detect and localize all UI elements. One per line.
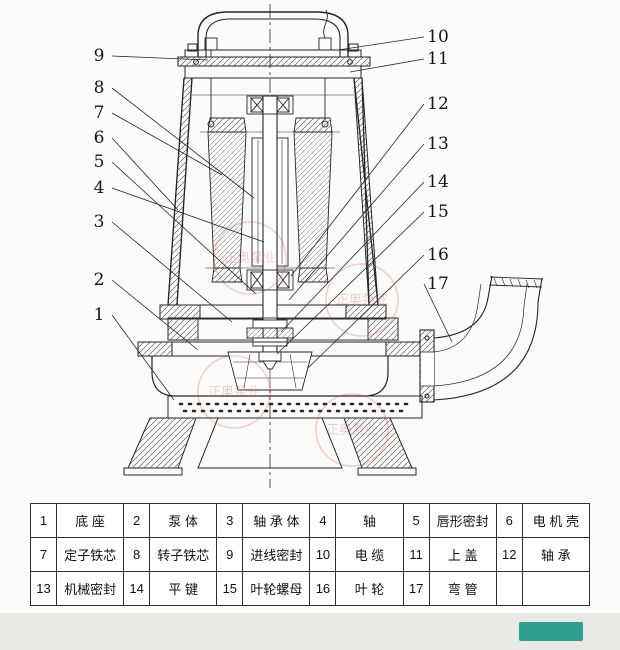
part-name: 上 盖 — [428, 537, 497, 572]
callout-15: 15 — [427, 202, 449, 222]
bottom-right-green-mark — [519, 622, 583, 641]
svg-text:正奥泵业: 正奥泵业 — [326, 422, 378, 437]
callout-9: 9 — [93, 46, 105, 66]
callout-17: 17 — [427, 274, 449, 294]
leader-lines-left — [111, 55, 265, 401]
callout-11: 11 — [427, 49, 449, 69]
svg-text:正奥泵业: 正奥泵业 — [224, 250, 276, 265]
callout-5: 5 — [93, 152, 105, 172]
part-name: 泵 体 — [149, 503, 218, 538]
part-name — [521, 571, 591, 606]
part-no: 3 — [216, 503, 244, 538]
callout-13: 13 — [427, 134, 449, 154]
part-name: 机械密封 — [56, 571, 125, 606]
part-no: 1 — [29, 503, 58, 538]
part-name: 轴 承 体 — [242, 503, 311, 538]
shaft — [262, 95, 278, 353]
part-no: 15 — [216, 571, 244, 606]
callout-12: 12 — [427, 94, 449, 114]
handle — [197, 11, 349, 57]
part-name: 叶 轮 — [335, 571, 404, 606]
impeller — [227, 351, 313, 391]
part-no: 8 — [123, 537, 151, 572]
table-row: 1 底 座 2 泵 体 3 轴 承 体 4 轴 5 唇形密封 6 电 机 壳 — [29, 503, 591, 538]
part-no: 6 — [495, 503, 523, 538]
callout-3: 3 — [93, 212, 105, 232]
table-row: 13 机械密封 14 平 键 15 叶轮螺母 16 叶 轮 17 弯 管 — [29, 571, 591, 606]
svg-text:正奥泵业: 正奥泵业 — [336, 292, 388, 307]
part-name: 轴 承 — [521, 537, 591, 572]
callout-8: 8 — [93, 78, 105, 98]
part-no — [495, 571, 523, 606]
discharge-elbow — [419, 275, 544, 403]
part-no: 7 — [29, 537, 58, 572]
watermark-stamps: 正奥泵业 正奥泵业 正奥泵业 正奥泵业 — [197, 221, 399, 467]
part-no: 11 — [402, 537, 430, 572]
table-row: 7 定子铁芯 8 转子铁芯 9 进线密封 10 电 缆 11 上 盖 12 轴 … — [29, 537, 591, 572]
part-no: 2 — [123, 503, 151, 538]
callout-14: 14 — [427, 172, 449, 192]
part-name: 定子铁芯 — [56, 537, 125, 572]
part-no: 12 — [495, 537, 523, 572]
part-name: 转子铁芯 — [149, 537, 218, 572]
part-name: 弯 管 — [428, 571, 497, 606]
part-no: 14 — [123, 571, 151, 606]
part-no: 9 — [216, 537, 244, 572]
part-no: 5 — [402, 503, 430, 538]
part-name: 进线密封 — [242, 537, 311, 572]
parts-table: 1 底 座 2 泵 体 3 轴 承 体 4 轴 5 唇形密封 6 电 机 壳 7… — [29, 503, 591, 606]
callout-10: 10 — [427, 27, 449, 47]
part-name: 电 机 壳 — [521, 503, 591, 538]
part-name: 轴 — [335, 503, 404, 538]
bearings — [246, 95, 294, 291]
stator-core — [200, 117, 340, 283]
part-name: 电 缆 — [335, 537, 404, 572]
part-name: 唇形密封 — [428, 503, 497, 538]
callout-1: 1 — [93, 305, 105, 325]
callout-16: 16 — [427, 245, 449, 265]
pump-cross-section-drawing: 正奥泵业 正奥泵业 正奥泵业 正奥泵业 — [111, 4, 544, 488]
callout-4: 4 — [93, 178, 105, 198]
leader-lines-right — [276, 36, 453, 369]
part-no: 13 — [29, 571, 58, 606]
base-and-strainer — [123, 395, 423, 476]
top-cover — [177, 43, 371, 79]
motor-shell — [159, 77, 387, 320]
part-no: 4 — [309, 503, 337, 538]
part-name: 叶轮螺母 — [242, 571, 311, 606]
svg-text:正奥泵业: 正奥泵业 — [208, 384, 260, 399]
callout-7: 7 — [93, 103, 105, 123]
bottom-gray-strip — [0, 613, 620, 650]
callout-6: 6 — [93, 128, 105, 148]
part-no: 10 — [309, 537, 337, 572]
part-no: 16 — [309, 571, 337, 606]
part-name: 底 座 — [56, 503, 125, 538]
callout-2: 2 — [93, 270, 105, 290]
part-no: 17 — [402, 571, 430, 606]
part-name: 平 键 — [149, 571, 218, 606]
